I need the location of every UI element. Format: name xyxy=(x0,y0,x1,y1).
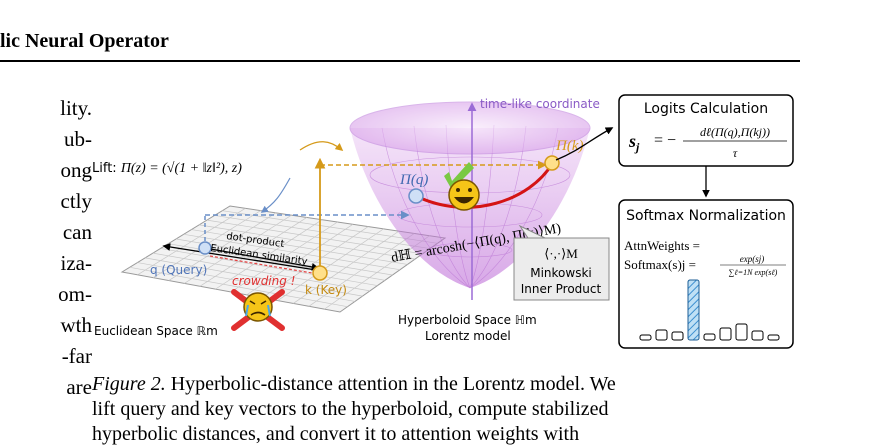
left-fragment: wth xyxy=(60,313,93,337)
minkowski-line2: Inner Product xyxy=(521,282,602,296)
left-fragment: iza- xyxy=(60,251,92,275)
attn-line2: Softmax(s)j = xyxy=(624,257,696,272)
left-fragment: are xyxy=(66,375,92,399)
euclidean-space-label: Euclidean Space ℝm xyxy=(94,324,218,338)
attention-bar xyxy=(735,323,748,341)
plane-axis-arrow-left xyxy=(162,243,317,271)
grid-line xyxy=(214,215,431,249)
pik-to-logits-arrow xyxy=(555,127,614,161)
lift-curve-arrow xyxy=(260,177,291,213)
grid-line xyxy=(293,230,400,304)
logits-numerator: dℓ(Π(q),Π(kj)) xyxy=(700,125,770,139)
left-fragment: ub- xyxy=(64,127,92,151)
attention-bar xyxy=(655,329,668,341)
softmax-title: Softmax Normalization xyxy=(626,208,786,224)
minkowski-box: ⟨·,·⟩M Minkowski Inner Product xyxy=(513,224,610,301)
grid-line xyxy=(199,224,416,260)
attn-line1: AttnWeights = xyxy=(624,238,700,253)
left-fragment: ong xyxy=(60,158,93,182)
grid-line xyxy=(308,233,415,307)
minkowski-line1: Minkowski xyxy=(530,266,592,280)
attn-numerator: exp(sj) xyxy=(740,254,765,264)
caption-label: Figure 2. xyxy=(92,373,166,395)
pi-q-point xyxy=(408,188,424,204)
left-fragment: -far xyxy=(61,344,92,368)
logits-box: Logits Calculation sj = − dℓ(Π(q),Π(kj))… xyxy=(618,94,794,167)
euclidean-plane xyxy=(120,205,447,313)
left-fragment: lity. xyxy=(60,96,92,120)
query-label: q (Query) xyxy=(150,263,207,277)
caption-line-1-text: Hyperbolic-distance attention in the Lor… xyxy=(165,373,616,395)
page-header-title: lic Neural Operator xyxy=(0,30,169,52)
grid-line xyxy=(222,210,438,244)
grid-line xyxy=(206,219,423,255)
grid-line xyxy=(246,223,354,296)
logits-lhs: sj xyxy=(628,131,640,154)
left-fragment: can xyxy=(62,220,92,244)
lift-to-bowl-arrow xyxy=(299,141,344,151)
attention-bar xyxy=(671,331,684,341)
softmax-box: Softmax Normalization AttnWeights = Soft… xyxy=(618,199,794,349)
grid-line xyxy=(183,233,401,271)
grid-line xyxy=(261,226,369,299)
caption-line-2: lift query and key vectors to the hyperb… xyxy=(92,398,609,420)
attention-bars xyxy=(639,279,780,341)
logits-title: Logits Calculation xyxy=(644,101,768,117)
crying-emoji-icon xyxy=(231,289,285,331)
pi-k-point xyxy=(544,155,560,171)
hyperboloid-space-label: Hyperboloid Space ℍm xyxy=(398,313,537,327)
attention-bar xyxy=(767,334,780,341)
grid-line xyxy=(175,238,393,276)
happy-emoji-icon xyxy=(444,162,480,211)
lorentz-model-label: Lorentz model xyxy=(425,329,511,343)
left-fragment: ctly xyxy=(60,189,93,213)
time-axis-label: time-like coordinate xyxy=(480,97,600,111)
attention-bar-max xyxy=(687,279,700,341)
logits-eq: = − xyxy=(654,132,676,149)
caption-line-1: Figure 2. Hyperbolic-distance attention … xyxy=(92,372,802,397)
grid-line xyxy=(191,229,408,265)
logits-denominator: τ xyxy=(733,146,738,160)
left-fragment: om- xyxy=(58,282,92,306)
header-rule xyxy=(0,60,800,62)
lift-label: Lift: Π(z) = (√(1 + ‖z‖²), z) xyxy=(92,161,242,176)
query-point xyxy=(198,241,212,255)
key-point xyxy=(312,265,328,281)
pi-k-label: Π(k) xyxy=(555,138,583,154)
attn-denominator: ∑ℓ=1N exp(sℓ) xyxy=(729,268,778,277)
key-label: k (Key) xyxy=(305,283,347,297)
figure-caption: Figure 2. Hyperbolic-distance attention … xyxy=(92,372,802,447)
attention-bar xyxy=(703,333,716,341)
geodesic-curve xyxy=(415,163,554,209)
attention-bar xyxy=(751,330,764,341)
caption-line-3: hyperbolic distances, and convert it to … xyxy=(92,423,580,445)
crowding-dashed-line xyxy=(209,255,319,275)
grid-line xyxy=(277,228,384,301)
attention-bar xyxy=(719,327,732,341)
minkowski-symbol: ⟨·,·⟩M xyxy=(544,246,578,261)
pi-q-label: Π(q) xyxy=(399,172,428,188)
attention-bar xyxy=(639,334,652,341)
crowding-label: crowding ! xyxy=(232,274,296,288)
plane-axis-arrow-right xyxy=(204,247,320,271)
